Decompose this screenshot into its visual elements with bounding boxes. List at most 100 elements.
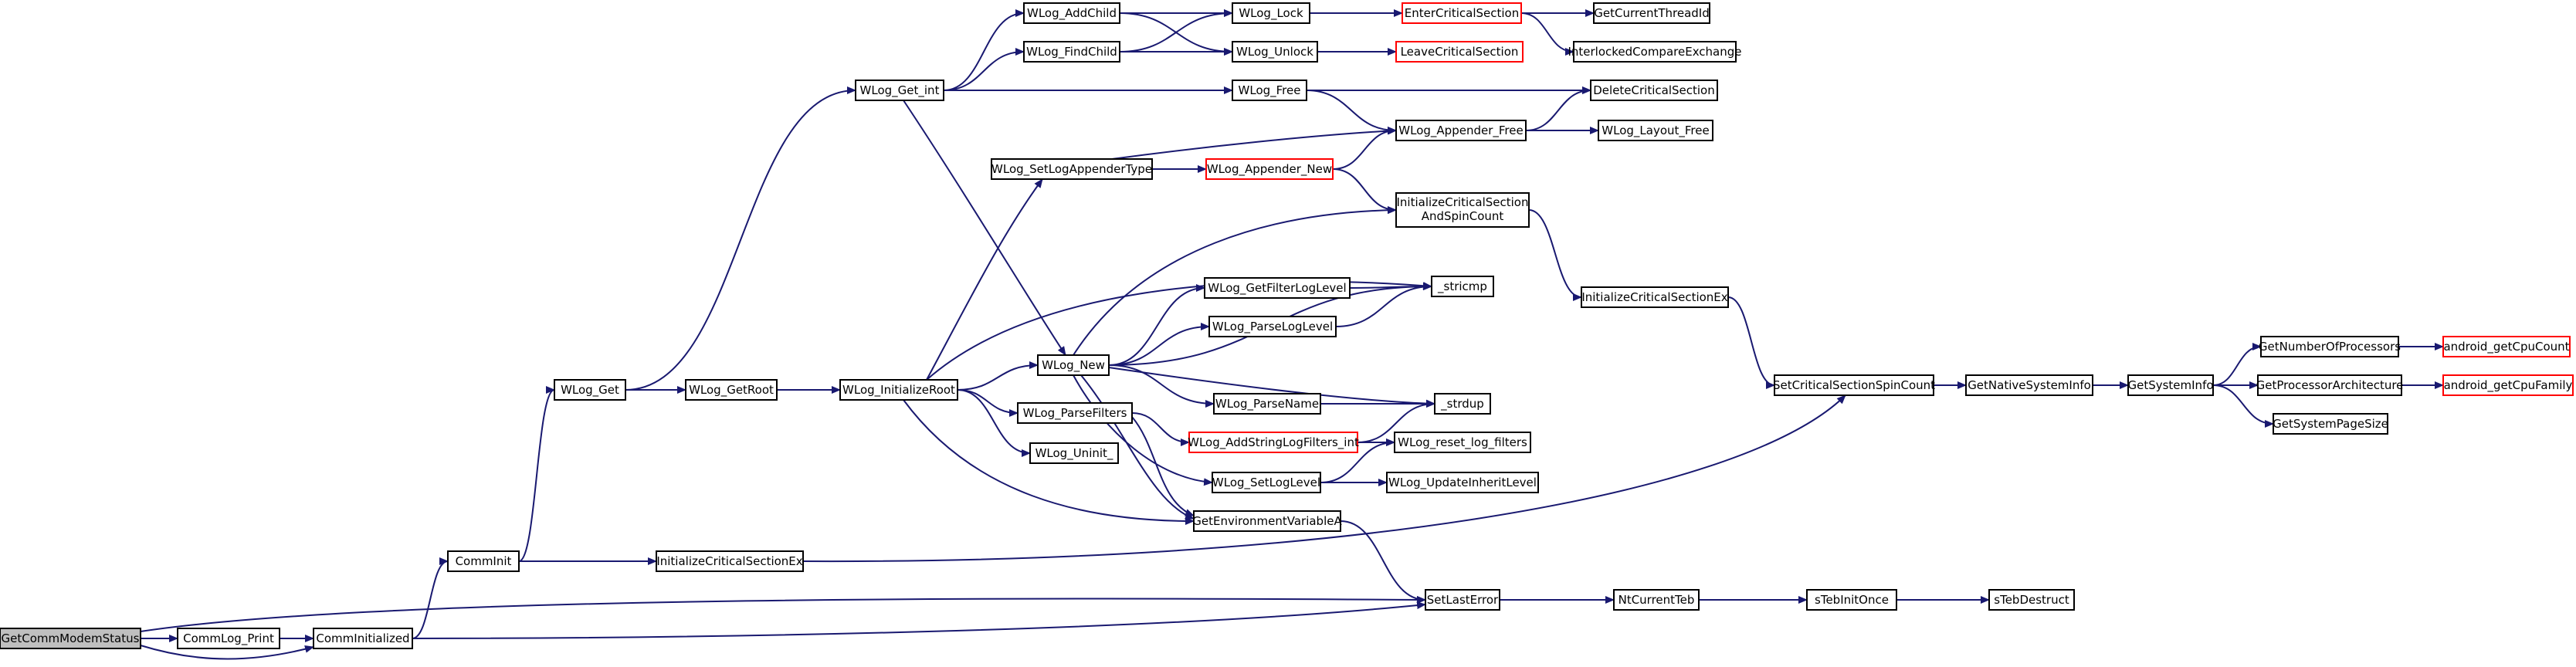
node-SetCriticalSectionSpinCount[interactable]: SetCriticalSectionSpinCount xyxy=(1773,374,1935,396)
node-GetCurrentThreadId[interactable]: GetCurrentThreadId xyxy=(1593,2,1710,24)
edge-GetSystemInfo-to-GetNumberOfProcessors xyxy=(2212,343,2262,386)
node-box xyxy=(1774,374,1934,396)
node-box xyxy=(447,550,520,572)
node-box xyxy=(1425,589,1500,611)
node-WLog_FindChild[interactable]: WLog_FindChild xyxy=(1023,41,1120,63)
node-WLog_AddChild[interactable]: WLog_AddChild xyxy=(1023,2,1120,24)
node-label: WLog_ParseFilters xyxy=(1023,406,1127,421)
node-WLog_InitializeRoot[interactable]: WLog_InitializeRoot xyxy=(839,379,958,401)
node-WLog_New[interactable]: WLog_New xyxy=(1037,354,1110,376)
node-WLog_ParseFilters[interactable]: WLog_ParseFilters xyxy=(1017,402,1133,424)
node-EnterCriticalSection[interactable]: EnterCriticalSection xyxy=(1402,2,1522,24)
node-CommInitialized[interactable]: CommInitialized xyxy=(313,628,413,649)
node-box xyxy=(313,628,413,649)
node-label: NtCurrentTeb xyxy=(1618,593,1695,607)
node-WLog_Free[interactable]: WLog_Free xyxy=(1232,80,1307,101)
node-WLog_AddStringLogFilters_int[interactable]: WLog_AddStringLogFilters_int xyxy=(1188,432,1359,453)
node-WLog_Appender_Free[interactable]: WLog_Appender_Free xyxy=(1395,120,1527,141)
node-WLog_UpdateInheritLevel[interactable]: WLog_UpdateInheritLevel xyxy=(1386,472,1539,493)
node-label: GetNativeSystemInfo xyxy=(1968,378,2091,392)
node-_strdup[interactable]: _strdup xyxy=(1434,393,1491,415)
nodes-layer: GetCommModemStatus CommLog_Print CommIniti… xyxy=(0,2,2574,649)
node-InterlockedCompareExchange[interactable]: InterlockedCompareExchange xyxy=(1568,41,1742,63)
node-InitializeCriticalSectionEx_a[interactable]: InitializeCriticalSectionEx xyxy=(656,550,804,572)
edge-GetCommModemStatus-to-SetLastError xyxy=(140,595,1426,632)
edge-WLog_New-to-_strdup xyxy=(1108,367,1435,408)
node-WLog_Lock[interactable]: WLog_Lock xyxy=(1232,2,1310,24)
edge-EnterCriticalSection-to-InterlockedCompareExchange xyxy=(1520,12,1574,56)
node-WLog_Get_int[interactable]: WLog_Get_int xyxy=(855,80,944,101)
node-InitializeCriticalSectionEx_b[interactable]: InitializeCriticalSectionEx xyxy=(1581,286,1729,308)
edge-CommInitialized-to-SetLastError xyxy=(412,601,1426,639)
node-label: WLog_UpdateInheritLevel xyxy=(1388,476,1537,490)
edge-CommInitialized-to-CommInit xyxy=(412,557,449,639)
node-box xyxy=(1806,589,1897,611)
node-NtCurrentTeb[interactable]: NtCurrentTeb xyxy=(1613,589,1700,611)
node-box xyxy=(1988,589,2075,611)
node-label: WLog_SetLogAppenderType xyxy=(991,162,1152,177)
node-GetNativeSystemInfo[interactable]: GetNativeSystemInfo xyxy=(1965,374,2093,396)
edge-GetSystemInfo-to-GetSystemPageSize xyxy=(2212,384,2274,428)
edge-WLog_SetLogAppenderType-to-WLog_Appender_Free xyxy=(1111,127,1397,160)
node-box xyxy=(554,379,626,401)
node-WLog_SetLogLevel[interactable]: WLog_SetLogLevel xyxy=(1212,472,1321,493)
node-DeleteCriticalSection[interactable]: DeleteCriticalSection xyxy=(1590,80,1718,101)
node-WLog_Uninit_[interactable]: WLog_Uninit_ xyxy=(1029,442,1119,464)
node-GetNumberOfProcessors[interactable]: GetNumberOfProcessors xyxy=(2259,336,2401,357)
node-CommLog_Print[interactable]: CommLog_Print xyxy=(177,628,280,649)
node-box xyxy=(991,158,1153,180)
node-box xyxy=(1434,393,1491,415)
node-box xyxy=(1213,393,1321,415)
node-WLog_GetRoot[interactable]: WLog_GetRoot xyxy=(685,379,778,401)
node-CommInit[interactable]: CommInit xyxy=(447,550,520,572)
node-box xyxy=(1965,374,2093,396)
edge-WLog_Appender_New-to-WLog_Appender_Free xyxy=(1332,127,1397,170)
node-sTebDestruct[interactable]: sTebDestruct xyxy=(1988,589,2075,611)
node-WLog_ParseName[interactable]: WLog_ParseName xyxy=(1213,393,1321,415)
edge-CommInit-to-WLog_Get xyxy=(518,386,555,562)
node-WLog_SetLogAppenderType[interactable]: WLog_SetLogAppenderType xyxy=(991,158,1153,180)
node-android_getCpuFamily[interactable]: android_getCpuFamily xyxy=(2442,374,2574,396)
edge-WLog_ParseLogLevel-to-_stricmp xyxy=(1335,283,1432,327)
node-box xyxy=(1023,2,1120,24)
node-GetCommModemStatus[interactable]: GetCommModemStatus xyxy=(0,628,141,649)
node-label: WLog_Appender_Free xyxy=(1398,124,1523,138)
node-box xyxy=(1395,41,1524,63)
edge-InitializeCriticalSectionEx_b-to-SetCriticalSectionSpinCount xyxy=(1727,296,1775,389)
node-label: WLog_AddStringLogFilters_int xyxy=(1188,435,1359,450)
edge-WLog_InitializeRoot-to-WLog_Uninit_ xyxy=(957,389,1031,457)
node-box xyxy=(1208,316,1337,337)
node-WLog_Get[interactable]: WLog_Get xyxy=(554,379,626,401)
node-label: InterlockedCompareExchange xyxy=(1568,45,1741,59)
node-label: WLog_AddChild xyxy=(1027,6,1117,21)
node-SetLastError[interactable]: SetLastError xyxy=(1425,589,1500,611)
edge-GetCommModemStatus-to-CommInitialized xyxy=(140,645,314,660)
edge-WLog_InitializeRoot-to-_stricmp xyxy=(926,280,1432,381)
node-WLog_ParseLogLevel[interactable]: WLog_ParseLogLevel xyxy=(1208,316,1337,337)
node-GetSystemPageSize[interactable]: GetSystemPageSize xyxy=(2273,413,2388,435)
node-GetEnvironmentVariableA[interactable]: GetEnvironmentVariableA xyxy=(1192,510,1342,532)
node-_stricmp[interactable]: _stricmp xyxy=(1431,276,1494,297)
node-android_getCpuCount[interactable]: android_getCpuCount xyxy=(2442,336,2571,357)
edge-WLog_InitializeRoot-to-GetEnvironmentVariableA xyxy=(903,399,1195,525)
node-sTebInitOnce[interactable]: sTebInitOnce xyxy=(1806,589,1897,611)
node-label: WLog_Unlock xyxy=(1236,45,1313,59)
node-GetSystemInfo[interactable]: GetSystemInfo xyxy=(2127,374,2214,396)
node-label: SetCriticalSectionSpinCount xyxy=(1773,378,1935,392)
node-WLog_Unlock[interactable]: WLog_Unlock xyxy=(1232,41,1318,63)
node-box xyxy=(1232,2,1310,24)
node-box xyxy=(1232,41,1318,63)
node-WLog_GetFilterLogLevel[interactable]: WLog_GetFilterLogLevel xyxy=(1204,277,1351,299)
node-WLog_reset_log_filters[interactable]: WLog_reset_log_filters xyxy=(1394,432,1531,453)
edge-WLog_Get_int-to-WLog_FindChild xyxy=(943,48,1025,91)
node-box xyxy=(685,379,778,401)
node-box xyxy=(177,628,280,649)
node-WLog_Layout_Free[interactable]: WLog_Layout_Free xyxy=(1598,120,1713,141)
node-box xyxy=(1205,158,1334,180)
node-GetProcessorArchitecture[interactable]: GetProcessorArchitecture xyxy=(2256,374,2404,396)
node-label: GetSystemPageSize xyxy=(2273,417,2388,431)
node-label: WLog_InitializeRoot xyxy=(842,383,955,398)
node-WLog_Appender_New[interactable]: WLog_Appender_New xyxy=(1205,158,1334,180)
node-LeaveCriticalSection[interactable]: LeaveCriticalSection xyxy=(1395,41,1524,63)
